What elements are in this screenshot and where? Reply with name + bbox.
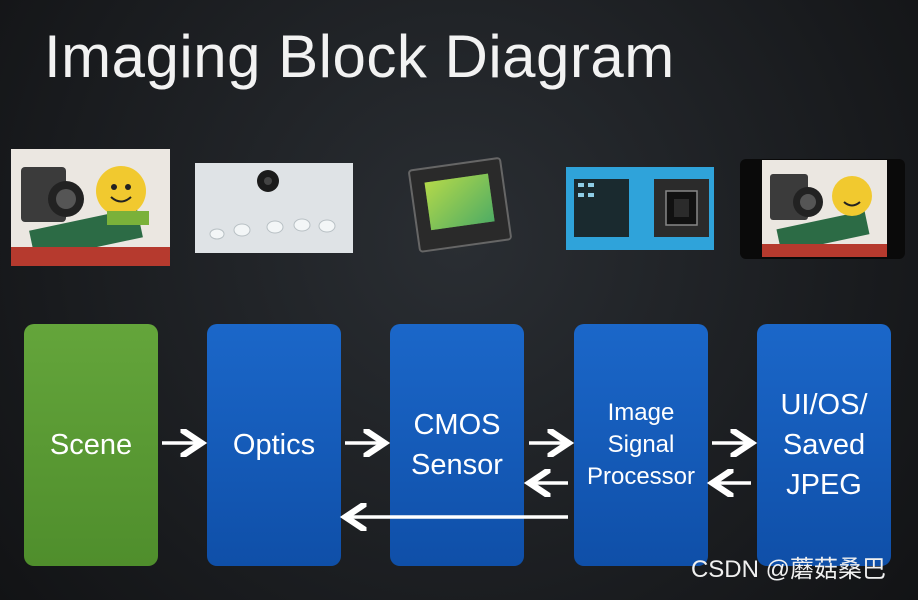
scene-photo (11, 149, 170, 266)
cmos-sensor-photo (406, 152, 513, 259)
block-scene: Scene (24, 324, 158, 566)
block-optics: Optics (207, 324, 341, 566)
block-cmos-sensor-label: CMOS Sensor (411, 409, 503, 481)
watermark: CSDN @蘑菇桑巴 (690, 556, 886, 583)
block-optics-label: Optics (232, 429, 316, 461)
block-isp: Image Signal Processor (574, 324, 708, 566)
diagram-title: Imaging Block Diagram (44, 23, 675, 90)
isp-chip-photo (566, 167, 714, 250)
block-scene-label: Scene (49, 429, 133, 461)
block-output: UI/OS/ Saved JPEG (757, 324, 891, 566)
block-isp-label: Image Signal Processor (586, 399, 696, 490)
lens-elements-photo (195, 163, 353, 253)
phone-display-photo (762, 160, 887, 257)
block-cmos-sensor: CMOS Sensor (390, 324, 524, 566)
block-output-label: UI/OS/ Saved JPEG (780, 389, 868, 501)
